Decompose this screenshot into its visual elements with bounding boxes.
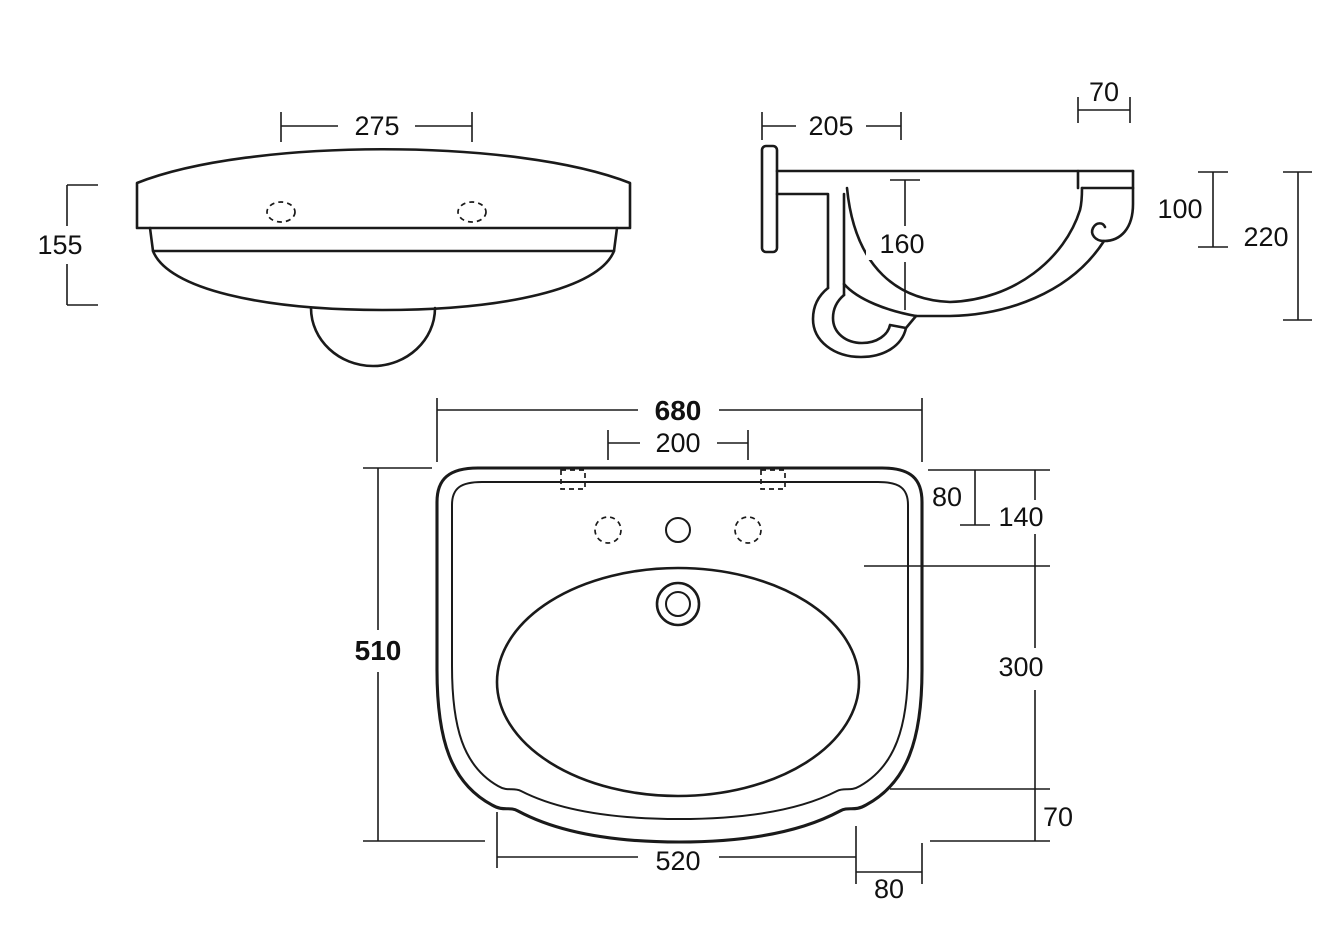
dim-200: 200 (607, 428, 749, 460)
dim-label-140: 140 (998, 502, 1043, 532)
fixing-slot-left (560, 469, 586, 490)
dim-300: 300 (890, 566, 1050, 790)
dim-label-80-top: 80 (932, 482, 962, 512)
dim-520: 520 (496, 812, 857, 884)
dim-220: 220 (1243, 171, 1312, 321)
dim-70-side: 70 (1077, 77, 1131, 123)
front-fixing-hole-left (266, 201, 296, 223)
dim-155: 155 (37, 184, 98, 306)
front-mid-band (148, 226, 619, 253)
side-front-bullnose (1090, 169, 1135, 243)
dim-label-70-side: 70 (1089, 77, 1119, 107)
dim-label-70-plan: 70 (1043, 802, 1073, 832)
dim-275: 275 (280, 111, 473, 142)
dim-label-205: 205 (808, 111, 853, 141)
side-inner-bowl (845, 186, 1084, 304)
dim-label-510: 510 (355, 635, 402, 666)
dim-label-200: 200 (655, 428, 700, 458)
label-backplate (866, 228, 938, 260)
dim-label-275: 275 (354, 111, 399, 141)
front-outlet (309, 306, 437, 368)
plan-view: 680 200 510 80 140 (355, 395, 1073, 904)
dim-680: 680 (436, 395, 923, 462)
dim-label-80-bottom: 80 (874, 874, 904, 904)
dim-80-bottom: 80 (856, 843, 923, 904)
plan-outer-rim (435, 466, 924, 844)
dim-label-160: 160 (879, 229, 924, 259)
front-bowl (151, 249, 616, 312)
overflow-hole-outer (655, 581, 701, 627)
overflow-hole-inner (665, 591, 691, 617)
front-view: 275 155 (37, 111, 632, 368)
dim-label-520: 520 (655, 846, 700, 876)
dim-510: 510 (355, 467, 485, 842)
side-bowl-back-outer (842, 282, 918, 318)
plan-bowl (495, 566, 861, 798)
side-trap-outer (811, 286, 918, 359)
dim-205: 205 (761, 111, 902, 141)
dim-label-100: 100 (1157, 194, 1202, 224)
wall-bracket (760, 144, 779, 254)
plan-inner-rim (451, 481, 909, 820)
dim-label-300: 300 (998, 652, 1043, 682)
front-top-slab (135, 148, 632, 230)
dim-label-220: 220 (1243, 222, 1288, 252)
dim-label-680: 680 (655, 395, 702, 426)
fixing-slot-right (760, 469, 786, 490)
side-under-bowl (914, 239, 1106, 318)
front-fixing-hole-right (457, 201, 487, 223)
tap-hole-center (665, 517, 691, 543)
dim-label-155: 155 (37, 230, 82, 260)
dim-140: 140 (864, 470, 1050, 567)
dim-70-plan: 70 (930, 789, 1073, 842)
dim-100: 100 (1157, 171, 1228, 248)
dim-80-top: 80 (928, 469, 1050, 526)
side-back-step (775, 192, 830, 290)
side-trap-inner (831, 293, 908, 345)
side-view: 205 70 100 220 160 (760, 77, 1312, 359)
tap-hole-left-dashed (594, 516, 622, 544)
dim-160: 160 (866, 179, 938, 310)
tap-hole-right-dashed (734, 516, 762, 544)
